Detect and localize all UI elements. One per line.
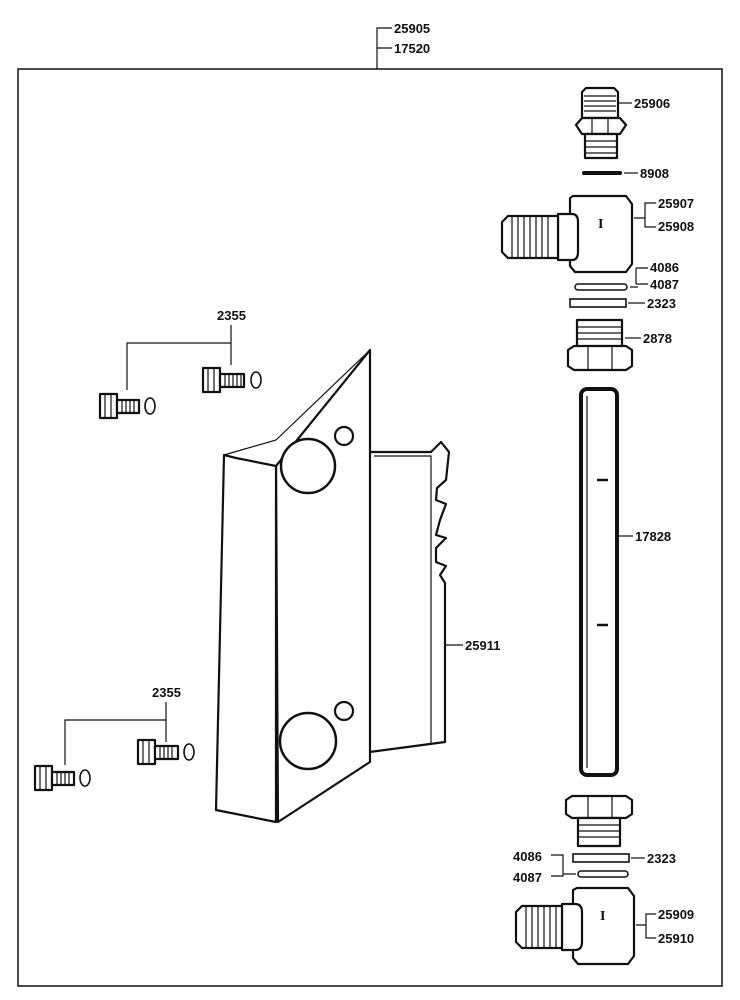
bolt-upper-right <box>201 366 262 394</box>
nut-top <box>566 318 634 372</box>
label-nut-top: 2878 <box>643 331 672 346</box>
label-gasket-bottom-a: 4086 <box>513 849 542 864</box>
label-elbow-top-a: 25907 <box>658 196 694 211</box>
label-elbow-bottom-a: 25909 <box>658 907 694 922</box>
label-washer-bottom: 2323 <box>647 851 676 866</box>
bolt-upper-left <box>98 392 156 420</box>
mounting-bracket <box>214 348 451 824</box>
gasket-bottom <box>577 870 629 878</box>
elbow-top-mark: I <box>598 217 603 232</box>
label-sight-tube: 17828 <box>635 529 671 544</box>
label-elbow-bottom-b: 25910 <box>658 931 694 946</box>
assembly-label-a: 25905 <box>394 21 430 36</box>
bolt-lower-right <box>136 738 195 766</box>
elbow-bottom: I <box>514 886 636 966</box>
assembly-callout: 25905 17520 <box>376 21 430 69</box>
bolt-lower-left <box>33 764 91 792</box>
elbow-bottom-mark: I <box>600 909 605 924</box>
gasket-top <box>574 283 628 291</box>
label-gasket-top-b: 4087 <box>650 277 679 292</box>
label-bracket: 25911 <box>465 638 500 653</box>
label-washer-top: 2323 <box>647 296 676 311</box>
label-gasket-bottom-b: 4087 <box>513 870 542 885</box>
elbow-top: I <box>500 194 634 274</box>
label-gasket-top-a: 4086 <box>650 260 679 275</box>
sight-tube <box>579 387 619 777</box>
oring-top <box>582 171 622 175</box>
label-bolts-upper: 2355 <box>217 308 246 323</box>
fitting-top <box>574 86 628 160</box>
washer-top <box>569 298 627 308</box>
label-fitting-top: 25906 <box>634 96 670 111</box>
label-oring-top: 8908 <box>640 166 669 181</box>
washer-bottom <box>572 853 630 863</box>
nut-bottom <box>564 794 634 848</box>
diagram-frame <box>17 68 723 987</box>
assembly-label-b: 17520 <box>394 41 430 56</box>
label-elbow-top-b: 25908 <box>658 219 694 234</box>
label-bolts-lower: 2355 <box>152 685 181 700</box>
